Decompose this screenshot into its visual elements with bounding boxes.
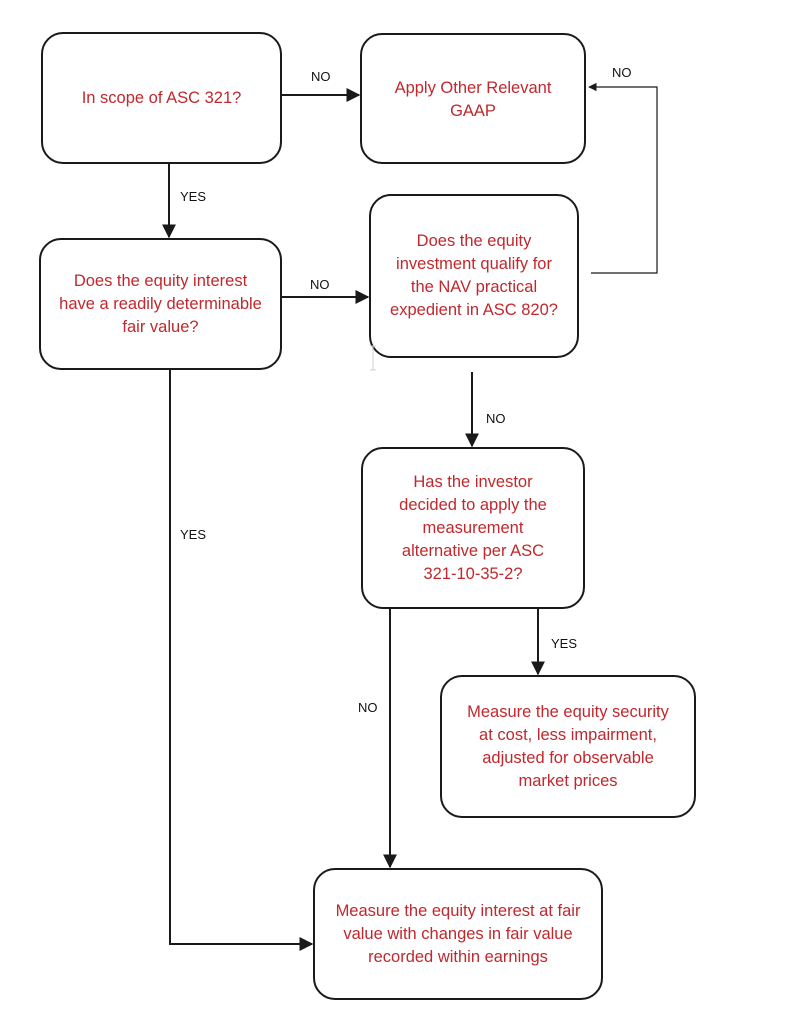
edge-label-nav-no: NO bbox=[612, 65, 632, 80]
edge-label-readily-yes: YES bbox=[180, 527, 207, 542]
node-measurement-alternative: Has the investor decided to apply the me… bbox=[361, 447, 585, 609]
edge-label-readily-no: NO bbox=[310, 277, 330, 292]
node-fair-value-earnings: Measure the equity interest at fair valu… bbox=[313, 868, 603, 1000]
edge-label-nav-down-no: NO bbox=[486, 411, 506, 426]
node-nav-practical-expedient: Does the equity investment qualify for t… bbox=[369, 194, 579, 358]
edge-label-scope-no: NO bbox=[311, 69, 331, 84]
node-apply-other-gaap-text: Apply Other Relevant GAAP bbox=[394, 79, 552, 120]
node-nav-practical-expedient-text: Does the equity investment qualify for t… bbox=[390, 232, 558, 319]
node-cost-less-impairment-text: Measure the equity security at cost, les… bbox=[467, 702, 669, 790]
node-in-scope: In scope of ASC 321? bbox=[41, 32, 282, 164]
node-apply-other-gaap: Apply Other Relevant GAAP bbox=[360, 33, 586, 164]
edge-label-measurement-no: NO bbox=[358, 700, 378, 715]
text-cursor-icon bbox=[370, 345, 376, 371]
connector-readily-to-fair-value bbox=[169, 370, 314, 951]
node-measurement-alternative-text: Has the investor decided to apply the me… bbox=[399, 472, 547, 583]
node-in-scope-text: In scope of ASC 321? bbox=[81, 88, 242, 107]
connector-nav-to-other-gaap bbox=[588, 82, 658, 274]
node-readily-determinable-fv: Does the equity interest have a readily … bbox=[39, 238, 282, 370]
node-readily-determinable-fv-text: Does the equity interest have a readily … bbox=[59, 271, 262, 336]
node-fair-value-earnings-text: Measure the equity interest at fair valu… bbox=[335, 901, 581, 966]
edge-label-scope-yes: YES bbox=[180, 189, 207, 204]
edge-label-measurement-yes: YES bbox=[551, 636, 578, 651]
node-cost-less-impairment: Measure the equity security at cost, les… bbox=[440, 675, 696, 818]
